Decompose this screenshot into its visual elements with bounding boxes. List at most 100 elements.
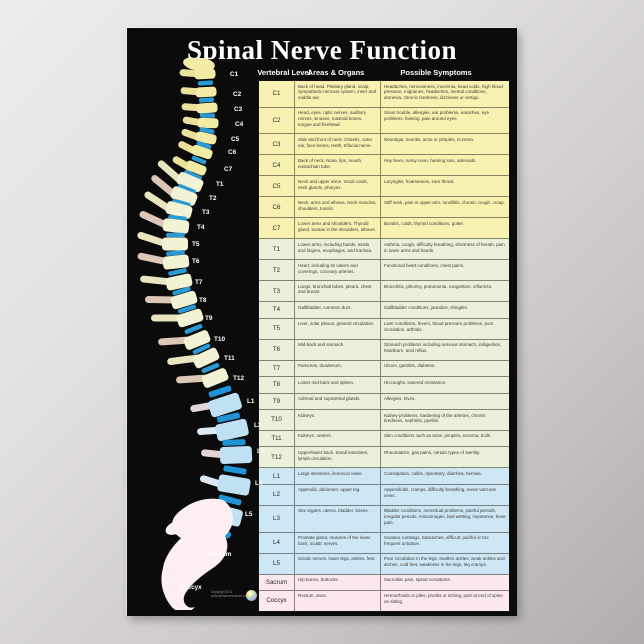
vertebra-body-shape: [219, 446, 253, 464]
intervertebral-disc-shape: [184, 324, 203, 334]
cell-symptoms: Headaches, nervousness, insomnia, head c…: [384, 83, 503, 101]
spine-label: L1: [247, 398, 255, 405]
intervertebral-disc-shape: [199, 127, 215, 134]
copyright-text: Copyright 2011 www.spinalnervechart.com: [211, 590, 271, 606]
vertebra-body-shape: [185, 160, 207, 176]
spine-label: C2: [233, 91, 242, 98]
cell-areas: Rectum, anus.: [295, 590, 381, 611]
spine-label: T12: [233, 375, 244, 382]
vertebra-body-shape: [215, 418, 249, 442]
cell-areas: Kidneys.: [295, 410, 381, 430]
cell-symptoms: Laryngitis, hoarseness, sore throat.: [384, 178, 455, 184]
spine-label: C5: [231, 136, 240, 143]
spine-label: T5: [192, 241, 200, 248]
vertebra-body-shape: [217, 474, 251, 496]
spine-label: L5: [245, 511, 253, 518]
cell-level: T5: [259, 318, 295, 339]
cell-symptoms: Kidney problems, hardening of the arteri…: [384, 412, 486, 424]
cell-areas: Heart, including its valves and covering…: [295, 260, 381, 281]
vertebra-body-shape: [162, 218, 190, 234]
spine-svg: C1C2C3C4C5C6C7T1T2T3T4T5T6T7T8T9T10T11T1…: [137, 56, 265, 613]
cell-symptoms: Allergies, hives.: [384, 396, 416, 402]
cell-areas: Hip bones, buttocks.: [295, 574, 381, 590]
cell-symptoms: Hiccoughs, lowered resistance.: [384, 379, 447, 385]
cell-symptoms: Hemorrhoids or piles, pruritis or itchin…: [384, 593, 503, 605]
vertebra-body-shape: [183, 330, 211, 350]
cell-symptoms: Constipation, colitis, dysentery, diarrh…: [384, 470, 482, 476]
atlas-vertebra-shape: [183, 56, 215, 72]
intervertebral-disc-shape: [201, 363, 220, 373]
cell-areas: Lungs, bronchial tubes, pleura, chest an…: [295, 281, 381, 302]
cell-level: C7: [259, 218, 295, 239]
cell-areas: Head, eyes, optic nerves, auditory nerve…: [295, 107, 381, 134]
cell-areas: Kidneys, ureters.: [295, 430, 381, 447]
cell-symptoms: Rheumatism, gas pains, certain types of …: [384, 449, 481, 455]
vertebra-body-shape: [195, 131, 217, 145]
spine-label: T7: [195, 279, 203, 286]
vertebra-body-shape: [170, 290, 198, 310]
spine-label: T8: [199, 297, 207, 304]
cell-symptoms: Functional heart conditions, chest pains…: [384, 262, 465, 268]
cell-level: L5: [259, 553, 295, 574]
intervertebral-disc-shape: [197, 80, 214, 86]
poster-title: Spinal Nerve Function: [186, 35, 458, 65]
spine-label: C3: [234, 106, 243, 113]
intervertebral-disc-shape: [218, 494, 242, 506]
sacrum-nub-shape: [165, 521, 185, 535]
vertebra-body-shape: [208, 392, 242, 418]
vertebrae-group: [137, 68, 253, 527]
cell-areas: Pancreas, duodenum.: [295, 360, 381, 377]
spine-label: L4: [255, 480, 263, 487]
cell-symptoms: Bronchitis, pleurisy, pneumonia, congest…: [384, 283, 493, 289]
cell-level: C3: [259, 134, 295, 155]
cell-areas: Liver, solar plexus, general circulation…: [295, 318, 381, 339]
cell-level: Sacrum: [259, 574, 295, 590]
spine-label: T11: [224, 355, 235, 362]
cell-level: L3: [259, 505, 295, 532]
cell-areas: Prostate gland, muscles of the lower bac…: [295, 532, 381, 553]
spine-label: T2: [209, 195, 217, 202]
spine-label: C4: [235, 121, 244, 128]
cell-symptoms: Stomach problems including nervous stoma…: [384, 342, 502, 353]
cell-level: T9: [259, 393, 295, 409]
cell-symptoms: Skin conditions such as acne, pimples, e…: [384, 433, 492, 439]
intervertebral-disc-shape: [166, 249, 185, 257]
spine-label: C1: [230, 71, 239, 78]
vertebra-body-shape: [170, 186, 198, 206]
spine-label: T1: [216, 181, 224, 188]
intervertebral-disc-shape: [172, 286, 191, 296]
spine-label: T3: [202, 209, 210, 216]
spine-label: T6: [192, 258, 200, 265]
cell-level: T12: [259, 447, 295, 468]
cell-areas: Neck and upper arms. Vocal cords, neck g…: [295, 176, 381, 197]
intervertebral-disc-shape: [166, 232, 185, 238]
vertebra-body-shape: [191, 144, 213, 160]
table-header: Vertebral Level Areas & Organs Possible …: [127, 68, 517, 80]
vertebra-process-shape: [167, 354, 202, 365]
spine-label: C7: [224, 166, 233, 173]
intervertebral-disc-shape: [184, 169, 202, 181]
intervertebral-disc-shape: [216, 412, 241, 423]
cell-symptoms: Sciatica, lumbago, backaches, difficult,…: [384, 535, 489, 546]
copyright-line1: Copyright 2011: [211, 590, 233, 594]
intervertebral-disc-shape: [198, 97, 215, 103]
intervertebral-disc-shape: [177, 304, 197, 314]
cell-areas: Lower mid-back and spleen.: [295, 377, 381, 393]
vertebra-body-shape: [162, 254, 190, 270]
vertebra-body-shape: [196, 102, 218, 114]
cell-level: T10: [259, 410, 295, 430]
cell-level: C4: [259, 155, 295, 176]
